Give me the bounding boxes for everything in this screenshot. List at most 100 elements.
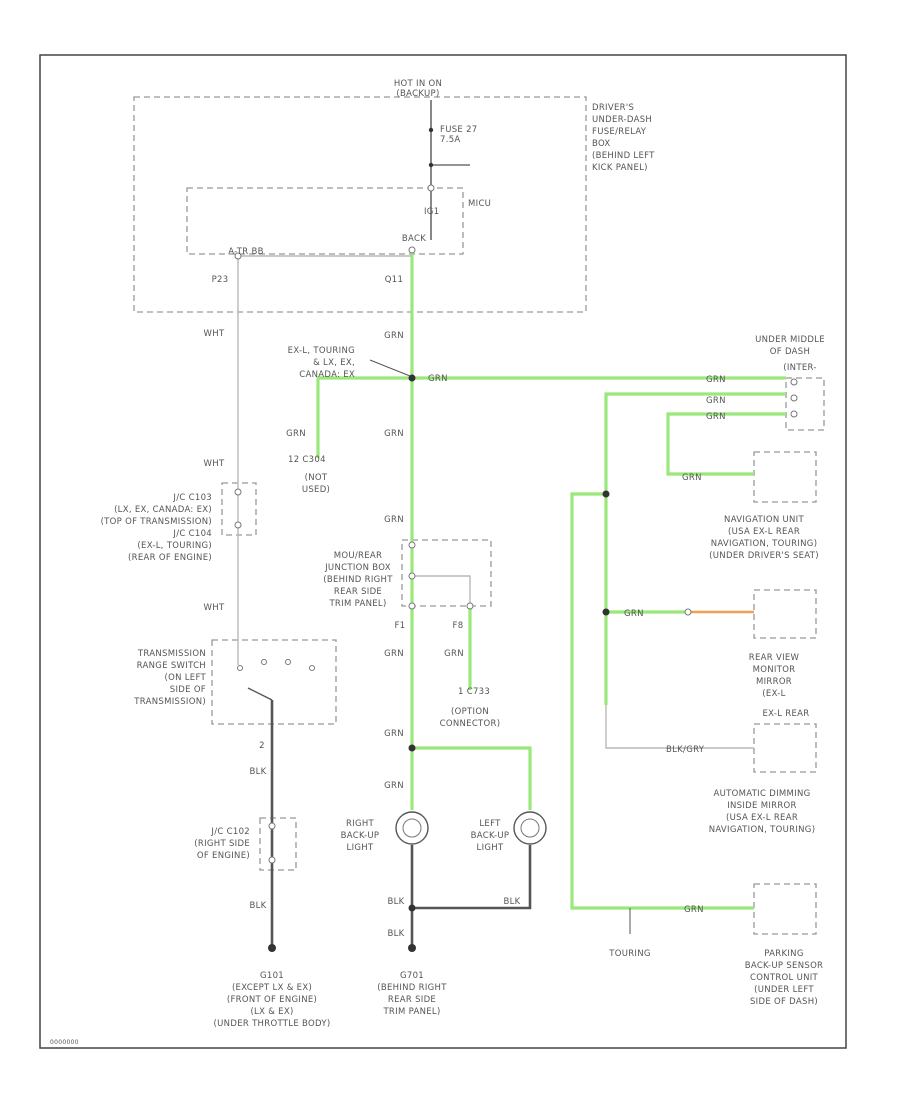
switch-contact-icon	[285, 659, 291, 665]
ex-touring-label: EX-L, TOURING	[288, 346, 355, 356]
grn-label: GRN	[384, 649, 404, 659]
reference-code: 0000000	[50, 1039, 79, 1046]
jc-c103-box	[221, 482, 257, 536]
grn-label: GRN	[384, 515, 404, 525]
diagram-frame	[39, 54, 847, 1049]
mou-label: TRIM PANEL)	[328, 599, 386, 609]
option-connector-label: 1 C733	[458, 687, 490, 697]
green-left-light-wire	[412, 746, 532, 810]
left-backup-light-icon	[513, 811, 547, 845]
under-middle-label: OF DASH	[770, 347, 810, 357]
green-mid3-wire	[666, 412, 786, 476]
splice-node	[408, 904, 416, 912]
atr-bb-label: A-TR BB	[228, 247, 263, 257]
drivers-box-label: KICK PANEL)	[592, 163, 648, 173]
leader-line	[369, 359, 411, 377]
trans-switch-label: TRANSMISSION)	[133, 697, 206, 707]
mou-label: (BEHIND RIGHT	[323, 575, 393, 585]
jc-c103-label: (REAR OF ENGINE)	[128, 553, 212, 563]
g701-label: TRIM PANEL)	[382, 1007, 440, 1017]
jc-c102-label: (RIGHT SIDE	[194, 839, 250, 849]
left-backup-label: LEFT	[479, 819, 501, 829]
rear-mirror-label: MIRROR	[756, 677, 792, 687]
jc-c103-label: (EX-L, TOURING)	[137, 541, 212, 551]
pin-icon	[268, 856, 276, 864]
rear-mirror-label: REAR VIEW	[749, 653, 800, 663]
navigation-unit-label: NAVIGATION UNIT	[724, 515, 804, 525]
mou-label: JUNCTION BOX	[324, 563, 391, 573]
ground-node	[268, 944, 276, 952]
c304-label: 12 C304	[288, 455, 326, 465]
green-branch-c304	[316, 376, 412, 458]
pin-icon	[234, 521, 242, 529]
navigation-unit-label: (USA EX-L REAR	[728, 527, 800, 537]
rear-mirror-label: EX-L REAR	[763, 709, 810, 719]
pin-icon	[234, 488, 242, 496]
rear-mirror-label: (EX-L	[762, 689, 785, 699]
hot-in-on-label: HOT IN ON	[394, 79, 442, 89]
jc-c103-label: J/C C103	[172, 493, 212, 503]
grn-rv-label: GRN	[624, 609, 644, 619]
splice-node	[408, 744, 416, 752]
ground-node	[408, 944, 416, 952]
pin-icon	[408, 572, 416, 580]
grn-label: GRN	[384, 729, 404, 739]
blk-label: BLK	[249, 767, 266, 777]
pin-icon	[408, 246, 416, 254]
jc-c102-box	[259, 817, 297, 871]
pin-icon	[466, 602, 474, 610]
under-middle-label: UNDER MIDDLE	[755, 335, 825, 345]
parking-sensor-label: PARKING	[764, 949, 803, 959]
drivers-box-label: FUSE/RELAY	[592, 127, 647, 137]
fuse-node	[428, 127, 434, 133]
pin-icon	[684, 608, 692, 616]
splice-node	[602, 608, 610, 616]
drivers-box-label: UNDER-DASH	[592, 115, 652, 125]
blk-label: BLK	[249, 901, 266, 911]
left-backup-label: LIGHT	[477, 843, 504, 853]
g701-label: G701	[400, 971, 424, 981]
p23-label: P23	[212, 275, 229, 285]
fuse-label: FUSE 27	[440, 125, 478, 135]
under-middle-label: (INTER-	[783, 363, 816, 373]
g101-label: (UNDER THROTTLE BODY)	[214, 1019, 331, 1029]
switch-contact-icon	[309, 665, 315, 671]
pin-icon	[427, 184, 435, 192]
mou-box	[401, 539, 492, 607]
switch-arm-icon	[247, 687, 273, 701]
g701-label: REAR SIDE	[388, 995, 436, 1005]
jc-c102-label: J/C C102	[210, 827, 250, 837]
pin-icon	[234, 252, 242, 260]
pin-icon	[268, 822, 276, 830]
auto-dimming-mirror-box	[753, 723, 817, 773]
grn-mid-label: GRN	[706, 412, 726, 422]
blk-label: BLK	[387, 929, 404, 939]
pin-f1-label: F1	[395, 621, 406, 631]
q11-label: Q11	[385, 275, 403, 285]
splice-node	[408, 374, 416, 382]
ig1-label: IG1	[424, 207, 439, 217]
jc-c103-label: (LX, EX, CANADA: EX)	[114, 505, 212, 515]
not-used-label: (NOT	[305, 473, 328, 483]
right-backup-label: RIGHT	[346, 819, 375, 829]
right-backup-label: BACK-UP	[341, 831, 380, 841]
auto-dim-wire	[605, 705, 754, 749]
jc-c103-label: (TOP OF TRANSMISSION)	[101, 517, 212, 527]
parking-sensor-label: BACK-UP SENSOR	[745, 961, 824, 971]
option-connector-label: CONNECTOR)	[440, 719, 501, 729]
right-backup-light-icon	[395, 811, 429, 845]
mou-internal-wire	[412, 575, 471, 606]
pin-icon	[408, 541, 416, 549]
grn-label: GRN	[384, 781, 404, 791]
touring-label: TOURING	[608, 949, 651, 959]
trans-switch-label: SIDE OF	[170, 685, 206, 695]
wht-label: WHT	[204, 329, 225, 339]
not-used-label: USED)	[302, 485, 330, 495]
ex-touring-label: & LX, EX,	[313, 358, 355, 368]
jc-c102-label: OF ENGINE)	[197, 851, 250, 861]
parking-sensor-box	[753, 883, 817, 935]
pin-icon	[408, 602, 416, 610]
grn-mid-label: GRN	[706, 375, 726, 385]
hot-in-on-label: (BACKUP)	[396, 89, 439, 99]
trans-switch-box	[211, 639, 337, 725]
